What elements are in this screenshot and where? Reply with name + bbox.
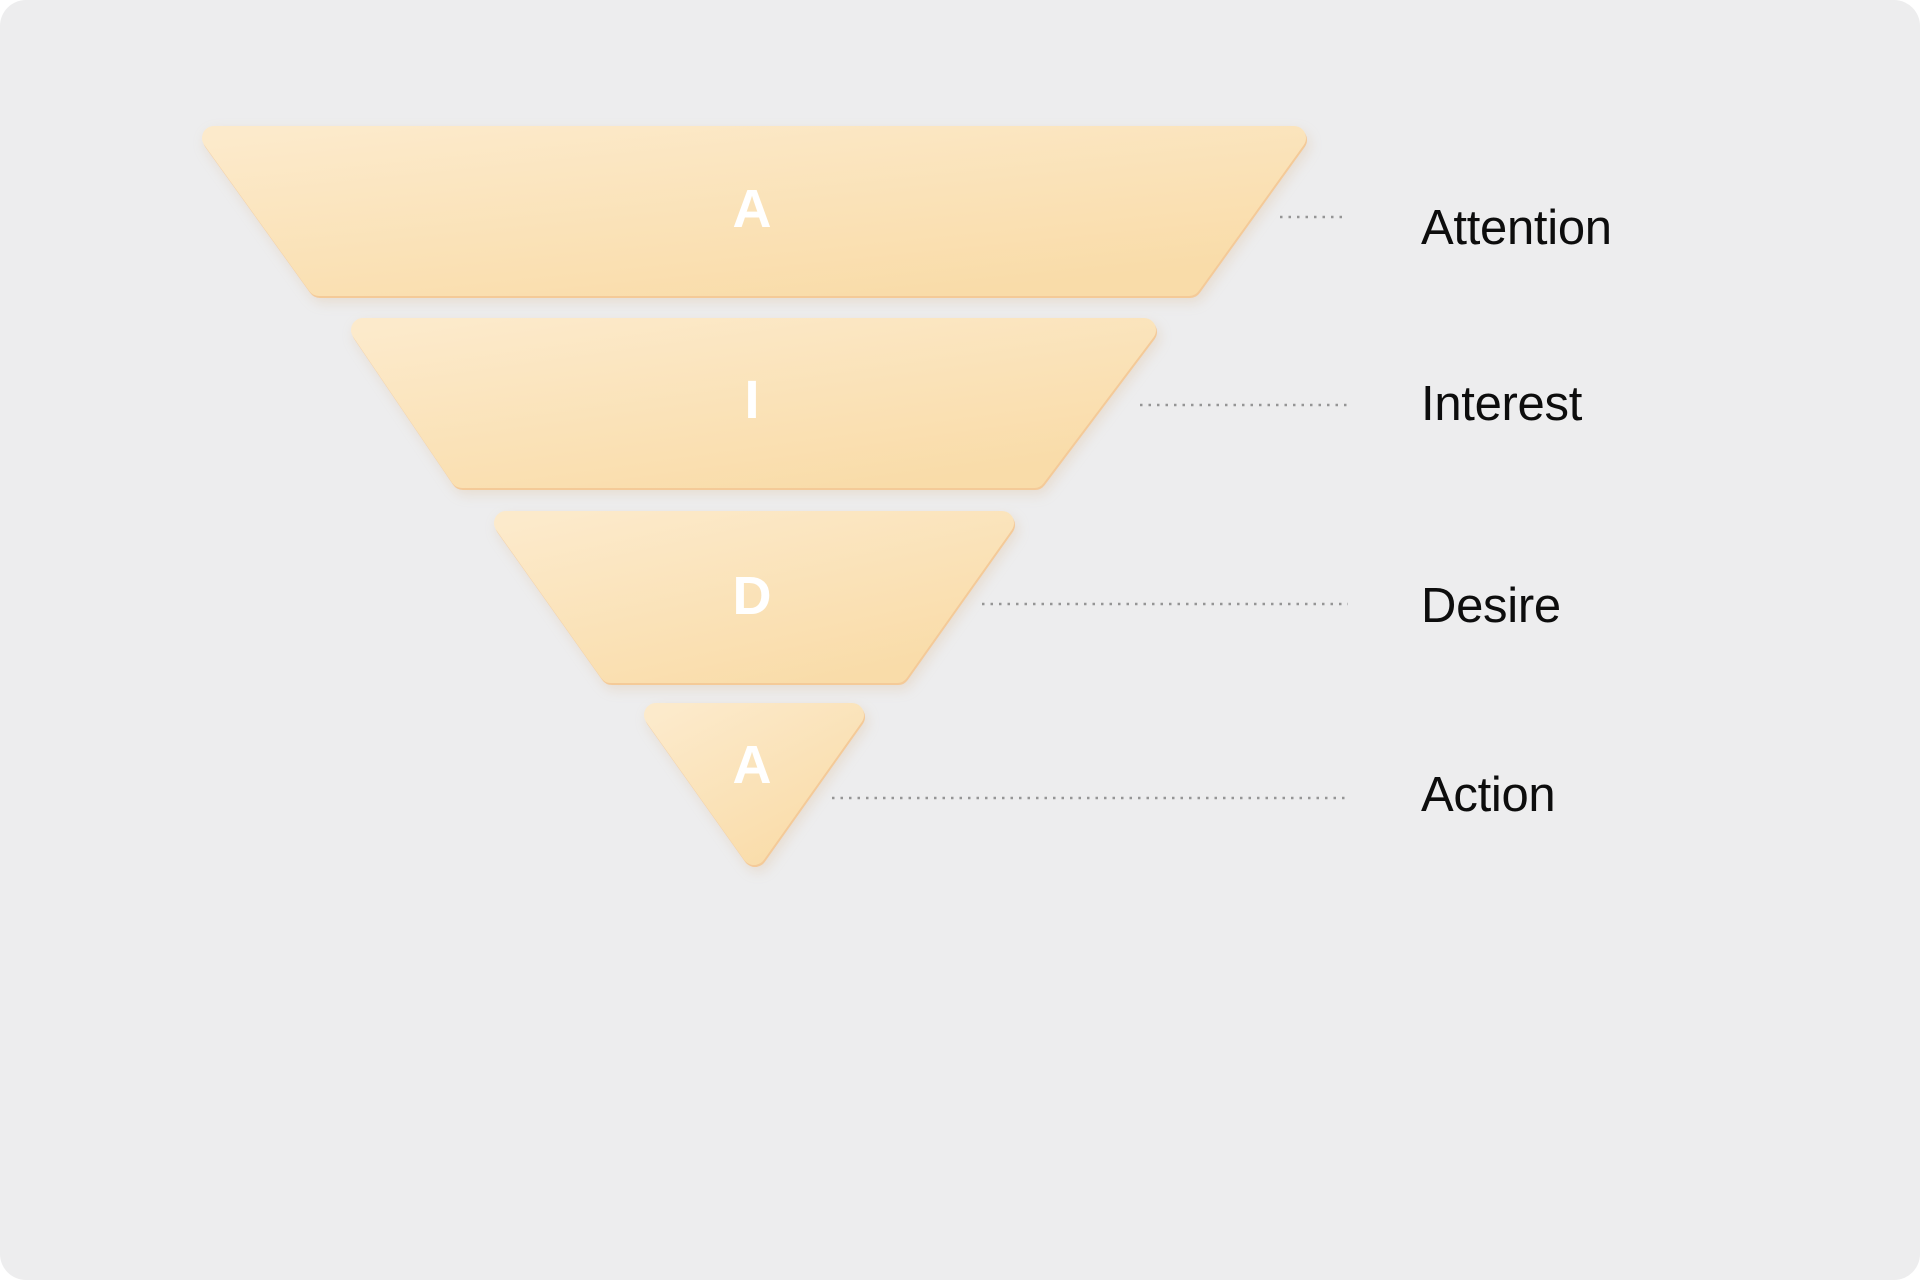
funnel-stage-action-shape <box>644 703 864 865</box>
funnel-stage-attention-shape <box>202 126 1306 296</box>
stage-label-action: Action <box>1421 768 1556 822</box>
stage-label-desire: Desire <box>1421 579 1561 633</box>
stage-letter-action: A <box>733 735 772 795</box>
stage-label-interest: Interest <box>1421 377 1583 431</box>
stage-letter-desire: D <box>733 566 772 626</box>
stage-letter-attention: A <box>733 179 772 239</box>
funnel-stage-desire-shape <box>494 511 1014 683</box>
funnel-stage-interest-shape <box>351 318 1156 488</box>
stage-letter-interest: I <box>744 370 759 430</box>
stage-label-attention: Attention <box>1421 201 1612 255</box>
